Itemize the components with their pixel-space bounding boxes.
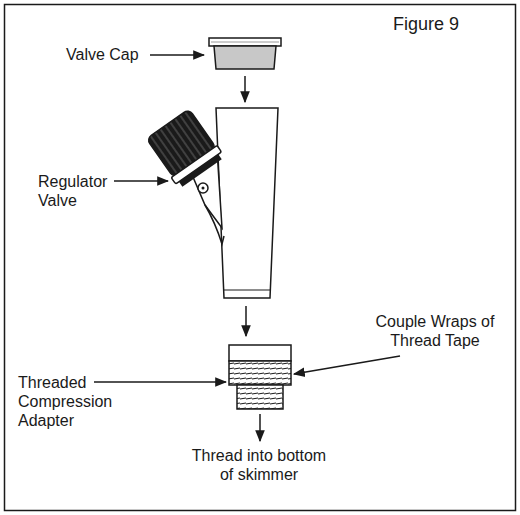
part-label: Threaded Compression Adapter: [18, 373, 136, 430]
assembly-arrow: [259, 414, 261, 441]
regulator-valve: [145, 108, 278, 298]
compression-adapter: [229, 345, 291, 409]
part-label: Regulator Valve: [38, 172, 130, 210]
leader-arrow: [94, 381, 226, 383]
leader-arrow: [114, 180, 168, 182]
figure-number: Figure 9: [393, 13, 503, 35]
valve-cap: [209, 38, 281, 69]
leader-arrow: [150, 54, 204, 56]
assembly-arrow: [245, 306, 247, 336]
part-label: Valve Cap: [66, 45, 156, 64]
frame: [5, 5, 516, 511]
instruction-label: Thread into bottom of skimmer: [186, 446, 332, 484]
note-label: Couple Wraps of Thread Tape: [364, 312, 506, 350]
assembly-arrow: [244, 76, 246, 102]
leader-arrow: [294, 356, 400, 374]
